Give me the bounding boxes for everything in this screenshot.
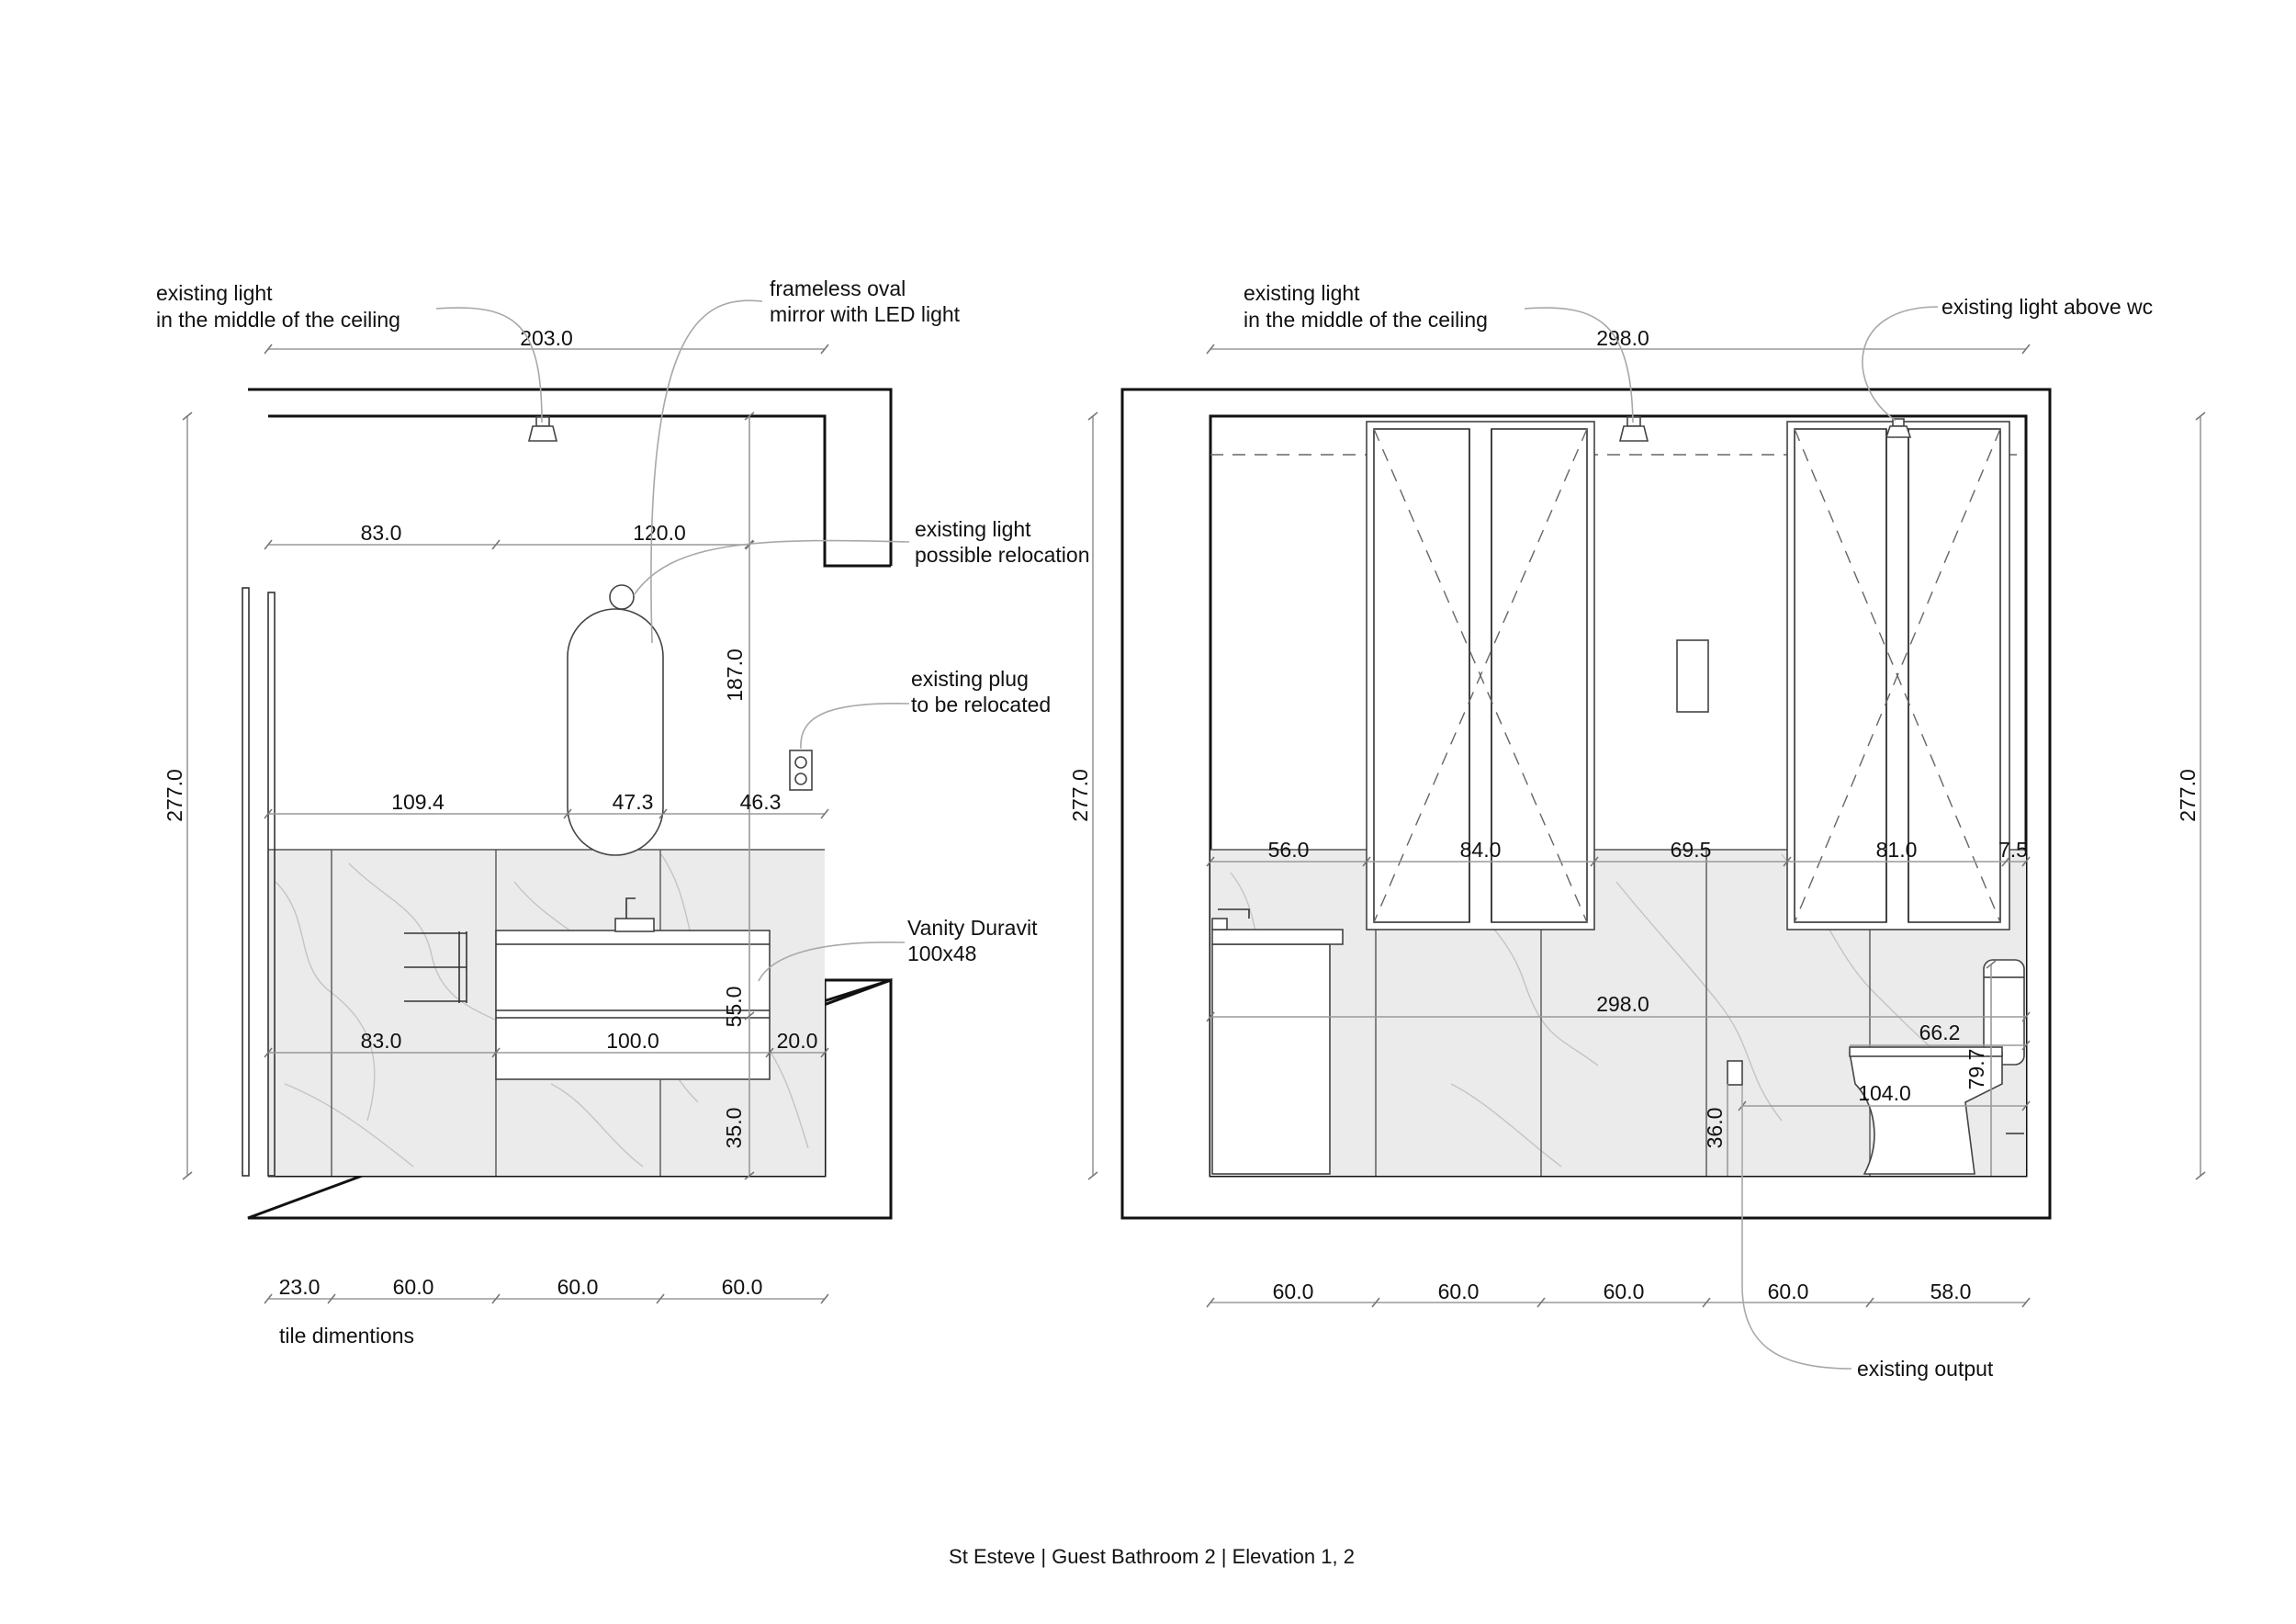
plug-label-line-1: existing plug [911, 667, 1029, 691]
vanity-label-line-1: Vanity Duravit [907, 916, 1038, 940]
ceiling-light-icon [527, 416, 558, 442]
relocate-light-label-line-1: existing light [915, 517, 1031, 541]
mirror-left-offset-dimension: 109.4 [391, 790, 445, 814]
wc-height-dimension: 79.7 [1964, 1049, 1988, 1090]
relocate-light-label-line-2: possible relocation [915, 543, 1090, 567]
mirror-label-line-1: frameless oval [770, 276, 906, 300]
wall-light-icon [609, 584, 635, 610]
wall-width-middle-dimension: 298.0 [1596, 992, 1649, 1016]
wc-light-icon [1885, 418, 1912, 438]
wc-toilet [1849, 959, 2025, 1175]
wc-width-dimension: 66.2 [1919, 1021, 1961, 1044]
vanity-unit [495, 897, 771, 1080]
towel-rack [404, 931, 467, 1003]
sink-cabinet [1211, 908, 1344, 1175]
light-switch [1676, 639, 1709, 713]
elevation-2: 298.0 277.0 277.0 56.0 84.0 69.5 81.0 7.… [1068, 281, 2206, 1381]
vanity-width-dimension: 100.0 [606, 1029, 659, 1053]
elevation-2-outer-wall [1120, 388, 2052, 1220]
mirror-right-offset-dimension: 46.3 [740, 790, 782, 814]
tile-width-2-4: 60.0 [1768, 1280, 1809, 1303]
overall-width-dimension: 203.0 [520, 326, 573, 350]
window-1-width-dimension: 84.0 [1460, 838, 1502, 862]
light-right-offset-dimension: 120.0 [633, 521, 686, 545]
oval-mirror [567, 608, 664, 856]
door-frame [242, 587, 250, 1177]
vanity-height-dimension: 55.0 [722, 987, 746, 1028]
mirror-label-line-2: mirror with LED light [770, 302, 961, 326]
output-offset-dimension: 104.0 [1858, 1081, 1911, 1105]
ceiling-light-label-2-line-2: in the middle of the ceiling [1244, 308, 1488, 332]
elevation-1: 203.0 277.0 83.0 120.0 187.0 109.4 47.3 … [156, 276, 1090, 1348]
light-left-offset-dimension: 83.0 [361, 521, 402, 545]
ceiling-light-label-line-2: in the middle of the ceiling [156, 308, 400, 332]
vanity-right-offset-dimension: 20.0 [777, 1029, 818, 1053]
window-2 [1786, 421, 2010, 930]
ceiling-light-label-2-line-1: existing light [1244, 281, 1360, 305]
tile-width-4: 60.0 [722, 1275, 763, 1299]
wall-segment-3-dimension: 69.5 [1671, 838, 1712, 862]
ceiling-light-icon-2 [1618, 416, 1649, 442]
output-label: existing output [1857, 1357, 1994, 1381]
wall-segment-5-dimension: 7.5 [1998, 838, 2028, 862]
tile-dimensions-caption: tile dimentions [279, 1324, 414, 1348]
plug-icon [789, 750, 813, 791]
room-height-dimension: 277.0 [163, 769, 186, 822]
tile-width-2: 60.0 [393, 1275, 434, 1299]
window-2-width-dimension: 81.0 [1876, 838, 1918, 862]
room-height-right-dimension: 277.0 [2176, 769, 2200, 822]
overall-width-dimension-2: 298.0 [1596, 326, 1649, 350]
tile-width-2-5: 58.0 [1930, 1280, 1972, 1303]
output-box-icon [1727, 1060, 1743, 1086]
room-height-left-dimension: 277.0 [1068, 769, 1092, 822]
vanity-left-offset-dimension: 83.0 [361, 1029, 402, 1053]
mirror-width-dimension: 47.3 [613, 790, 654, 814]
tile-width-2-3: 60.0 [1604, 1280, 1645, 1303]
output-height-dimension: 36.0 [1703, 1108, 1727, 1149]
ceiling-light-label-line-1: existing light [156, 281, 273, 305]
tile-width-2-2: 60.0 [1438, 1280, 1480, 1303]
vanity-label-line-2: 100x48 [907, 942, 976, 965]
light-height-dimension: 187.0 [723, 648, 747, 702]
plug-label-line-2: to be relocated [911, 693, 1051, 716]
tile-width-2-1: 60.0 [1273, 1280, 1314, 1303]
wc-light-label: existing light above wc [1941, 295, 2153, 319]
tile-width-1: 23.0 [279, 1275, 321, 1299]
vanity-floor-dimension: 35.0 [722, 1108, 746, 1149]
window-1 [1366, 421, 1595, 930]
sheet-title: St Esteve | Guest Bathroom 2 | Elevation… [949, 1545, 1355, 1568]
tile-width-3: 60.0 [557, 1275, 599, 1299]
wall-segment-1-dimension: 56.0 [1268, 838, 1310, 862]
